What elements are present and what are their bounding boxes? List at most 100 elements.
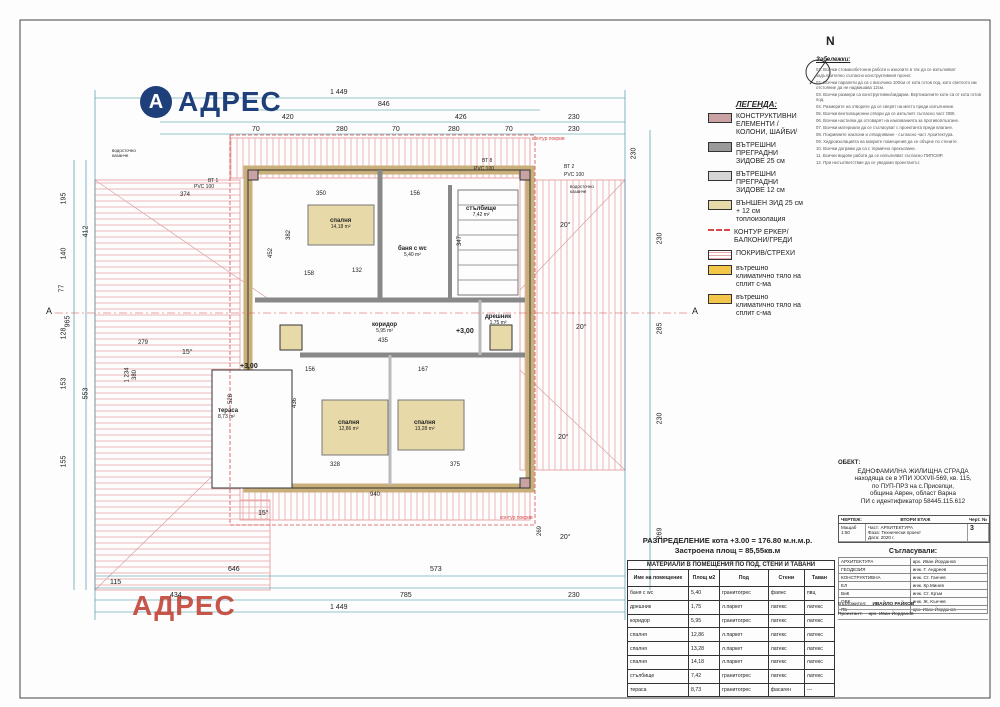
legend-swatch bbox=[708, 171, 732, 181]
column bbox=[489, 324, 513, 351]
room-label: спалня 13,28 m² bbox=[414, 420, 436, 432]
axis-label: A bbox=[692, 306, 699, 316]
brand-name: АДРЕС bbox=[178, 86, 282, 117]
dim-inner: 132 bbox=[352, 268, 363, 274]
dim-top-row4: 70 bbox=[252, 126, 260, 133]
legend-swatch bbox=[708, 250, 732, 260]
brand-logo-bottom: АДРЕС bbox=[132, 590, 236, 621]
eave-contour bbox=[229, 134, 536, 526]
dim-inner: 156 bbox=[305, 367, 316, 373]
room-label: коридор 5,95 m² bbox=[372, 322, 398, 334]
dim-inner: 350 bbox=[316, 191, 327, 197]
dim-inner: 269 bbox=[537, 525, 544, 537]
dim-left: 140 bbox=[60, 247, 68, 260]
dim-bottom-total: 1 449 bbox=[330, 604, 348, 611]
exterior-wall-outline bbox=[247, 169, 531, 489]
dim-inner: 452 bbox=[268, 247, 275, 259]
dim-left-total: 965 bbox=[64, 315, 72, 328]
dim-top-row3-a: 420 bbox=[282, 114, 294, 121]
legend: ЛЕГЕНДА: КОНСТРУКТИВНИ ЕЛЕМЕНТИ /КОЛОНИ,… bbox=[708, 100, 808, 323]
plan-summary: РАЗПРЕДЕЛЕНИЕ кота +3.00 = 176.80 м.н.м.… bbox=[642, 536, 813, 555]
room-label: тераса 8,73 m² bbox=[218, 408, 239, 420]
legend-swatch bbox=[708, 113, 732, 123]
terrace bbox=[211, 369, 293, 489]
notes-title: Забележки: bbox=[816, 57, 851, 63]
dim-left: 128 bbox=[60, 327, 68, 340]
dim-top-row4: 230 bbox=[568, 126, 580, 133]
dim-inner: 328 bbox=[330, 462, 341, 468]
dim-inner: 279 bbox=[138, 340, 149, 346]
table-header-row: Име на помещение Площ м2 Под Стени Таван bbox=[627, 569, 836, 587]
legend-item: КОНСТРУКТИВНИ ЕЛЕМЕНТИ /КОЛОНИ, ШАЙБИ/ bbox=[708, 113, 808, 137]
axis-label: A bbox=[46, 306, 53, 316]
room-label: спалня 14,18 m² bbox=[330, 218, 352, 230]
dim-top-row4: 280 bbox=[448, 126, 460, 133]
dim-inner: 375 bbox=[450, 462, 461, 468]
sheet-frame bbox=[19, 19, 991, 699]
legend-item: ВЪТРЕШНИ ПРЕГРАДНИ ЗИДОВЕ 25 см bbox=[708, 142, 808, 166]
dim-top-row4: 280 bbox=[336, 126, 348, 133]
dim-left-mid: 412 bbox=[82, 225, 90, 238]
dim-top-row3-c: 230 bbox=[568, 114, 580, 121]
slope-label: 20° bbox=[558, 434, 569, 441]
legend-item: вътрешно климатично тяло на сплит с-ма bbox=[708, 294, 808, 318]
roof-ridge bbox=[519, 369, 626, 471]
roof-right bbox=[519, 179, 626, 471]
dim-inner: 158 bbox=[304, 271, 315, 277]
legend-swatch bbox=[708, 200, 732, 210]
eave-label: контур покрив bbox=[532, 136, 565, 142]
room-label: баня с wc 5,40 m² bbox=[398, 246, 427, 258]
legend-item: ПОКРИВ/СТРЕХИ bbox=[708, 250, 808, 260]
dim-bottom-row2: 230 bbox=[568, 592, 580, 599]
gutter-label: водосточно казанче bbox=[570, 184, 594, 194]
slope-label: 20° bbox=[576, 324, 587, 331]
gutter-label: водосточно казанче bbox=[112, 148, 136, 158]
slope-label: 20° bbox=[560, 534, 571, 541]
dim-inner: 382 bbox=[286, 229, 293, 241]
brand-logo-top: A АДРЕС bbox=[140, 86, 282, 118]
eave-label: контур покрив bbox=[500, 515, 533, 521]
legend-title: ЛЕГЕНДА: bbox=[736, 100, 778, 109]
dim-bottom-row3: 573 bbox=[430, 566, 442, 573]
legend-item: КОНТУР ЕРКЕР/БАЛКОНИ/ГРЕДИ bbox=[708, 229, 808, 245]
dim-inner: 1 234 bbox=[124, 367, 131, 383]
dim-left: 77 bbox=[58, 284, 66, 293]
column bbox=[519, 169, 531, 181]
column bbox=[519, 477, 531, 489]
dim-inner: 374 bbox=[180, 192, 191, 198]
materials-table: МАТЕРИАЛИ В ПОМЕЩЕНИЯ ПО ПОД, СТЕНИ И ТА… bbox=[627, 560, 836, 698]
assignor-designer-block: Възложител:ИВАЙЛО РАЙКОВ Проектант:арх. … bbox=[838, 600, 988, 620]
vt-label: ВТ 2 bbox=[564, 164, 575, 170]
compass-north-label: N bbox=[826, 34, 835, 48]
room-label: стълбище 7,42 m² bbox=[466, 206, 497, 218]
bed bbox=[321, 399, 389, 456]
dim-left: 153 bbox=[60, 377, 68, 390]
slope-label: 15° bbox=[258, 510, 269, 517]
dim-bottom-row2: 785 bbox=[400, 592, 412, 599]
dim-left: 155 bbox=[60, 455, 68, 468]
bed bbox=[307, 204, 375, 246]
dim-inner: 940 bbox=[370, 492, 381, 498]
dim-right: 230 bbox=[656, 232, 664, 245]
compass-circle bbox=[805, 59, 831, 85]
dimension-lines bbox=[73, 90, 651, 620]
room-label: дрешник 1,75 m² bbox=[485, 314, 512, 326]
logo-mark-icon: A bbox=[140, 86, 172, 118]
vt-label: ВТ 1 bbox=[208, 178, 219, 184]
dim-bottom-row4: 115 bbox=[110, 579, 122, 586]
dim-inner: 436 bbox=[292, 397, 299, 409]
bed bbox=[397, 399, 465, 451]
level-mark: +3,00 bbox=[456, 328, 474, 335]
dim-right: 230 bbox=[656, 412, 664, 425]
level-mark: +3,00 bbox=[240, 363, 258, 370]
dim-top-total: 1 449 bbox=[330, 89, 348, 96]
room-label: спалня 12,86 m² bbox=[338, 420, 360, 432]
